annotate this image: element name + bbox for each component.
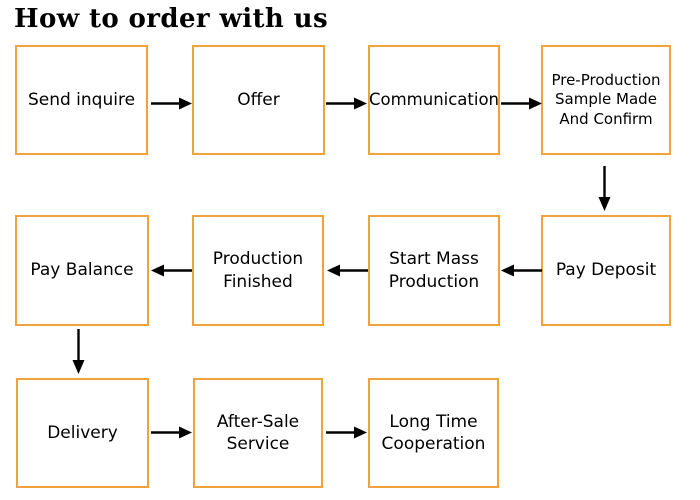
- flow-box-offer: Offer: [192, 45, 325, 155]
- flow-box-production-finished: Production Finished: [192, 215, 324, 326]
- arrow-left-icon: [501, 264, 542, 277]
- arrow-down-icon: [598, 166, 611, 211]
- arrow-right-icon: [326, 97, 367, 110]
- flow-box-pay-deposit: Pay Deposit: [541, 215, 671, 326]
- flow-box-long-time-cooperation: Long Time Cooperation: [368, 378, 499, 488]
- arrow-right-icon: [151, 97, 192, 110]
- flow-box-pre-production-sample: Pre-Production Sample Made And Confirm: [541, 45, 671, 155]
- flow-box-start-mass-production: Start Mass Production: [368, 215, 500, 326]
- flow-box-after-sale-service: After-Sale Service: [193, 378, 323, 488]
- arrow-right-icon: [501, 97, 542, 110]
- page-title: How to order with us: [14, 4, 329, 34]
- arrow-left-icon: [327, 264, 368, 277]
- flow-box-communication: Communication: [368, 45, 500, 155]
- flow-box-pay-balance: Pay Balance: [15, 215, 149, 326]
- arrow-right-icon: [326, 426, 367, 439]
- arrow-down-icon: [72, 329, 85, 374]
- arrow-right-icon: [151, 426, 192, 439]
- flow-box-send-inquire: Send inquire: [15, 45, 148, 155]
- flow-box-delivery: Delivery: [16, 378, 149, 488]
- arrow-left-icon: [151, 264, 192, 277]
